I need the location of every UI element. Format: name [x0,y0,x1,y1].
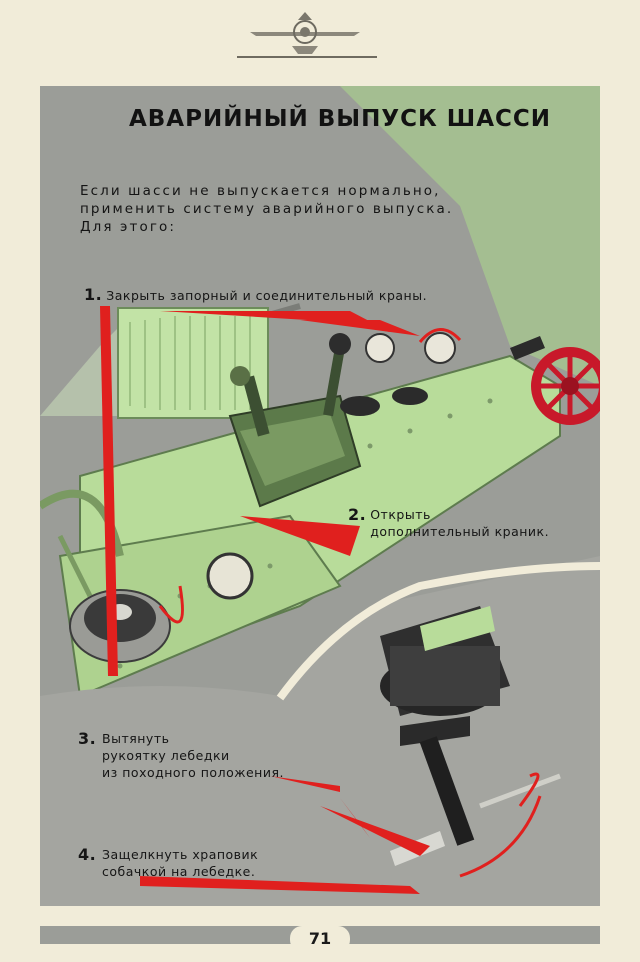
intro-text: Если шасси не выпускается нормально, при… [80,183,454,235]
step-number: 3. [78,729,97,748]
page-title: АВАРИЙНЫЙ ВЫПУСК ШАССИ [128,106,552,132]
aircraft-emblem-icon [250,12,360,54]
step-text: Защелкнуть храповик собачкой на лебедке. [102,847,259,879]
cockpit-illustration [40,86,600,906]
step-text: Вытянуть рукоятку лебедки из походного п… [102,731,284,780]
step-1: 1.Закрыть запорный и соединительный кран… [84,286,554,304]
step-text: Открыть дополнительный краник. [370,507,550,539]
illustration-frame: АВАРИЙНЫЙ ВЫПУСК ШАССИ Если шасси не вып… [40,86,600,906]
step-number: 1. [84,285,103,304]
header-rule [237,56,377,58]
page-number: 71 [290,926,350,952]
step-2: 2.Открыть дополнительный краник. [348,506,588,540]
step-4: 4. Защелкнуть храповик собачкой на лебедк… [78,846,308,880]
step-number: 4. [78,845,97,864]
step-3: 3. Вытянуть рукоятку лебедки из походного… [78,730,338,781]
step-text: Закрыть запорный и соединительный краны. [106,288,428,303]
step-number: 2. [348,505,367,524]
